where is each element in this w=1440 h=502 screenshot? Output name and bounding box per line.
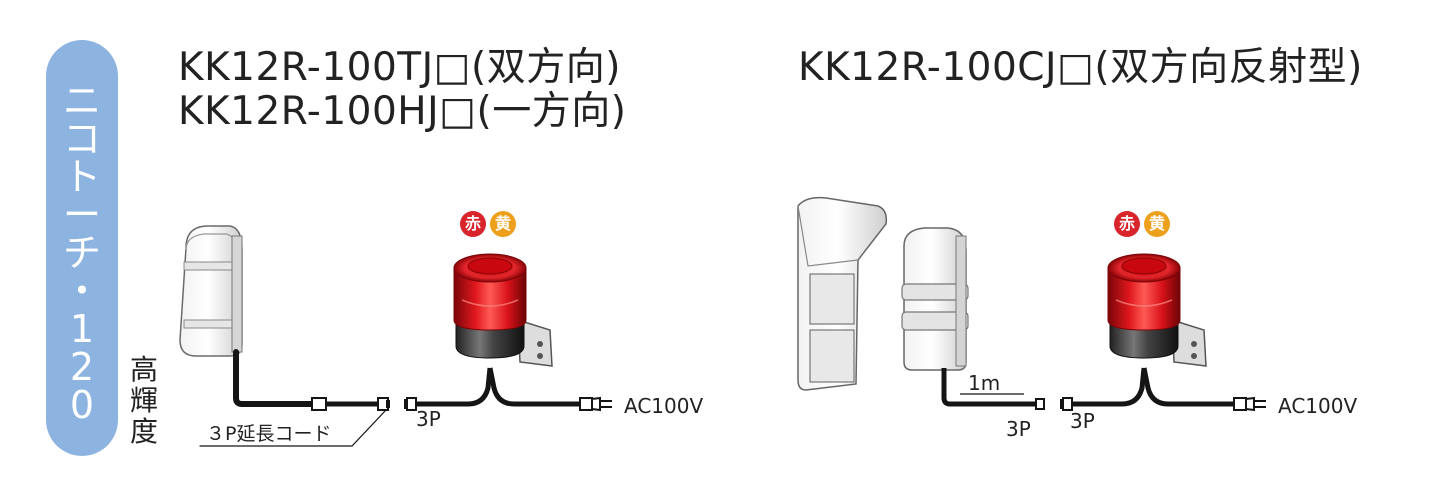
right-sensor xyxy=(901,227,969,371)
connector-label: 3P xyxy=(416,407,441,431)
vertical-label-char: 輝 xyxy=(129,384,158,417)
high-brightness-label: 高 輝 度 xyxy=(124,354,164,447)
side-tab-char: ト xyxy=(62,155,101,199)
side-tab-char: ニ xyxy=(62,79,101,123)
side-tab-char: 0 xyxy=(69,383,95,427)
left-warning-lamp xyxy=(453,253,553,367)
side-tab-char: ・ xyxy=(62,269,101,313)
connector-label: 3P xyxy=(1070,409,1095,433)
right-lamp-connector xyxy=(1060,367,1266,412)
right-warning-lamp xyxy=(1107,253,1207,367)
side-tab xyxy=(46,40,118,456)
right-sensor-cable xyxy=(941,368,1045,410)
left-sensor xyxy=(179,225,243,357)
extension-cord-label: ３P延長コード xyxy=(206,423,332,445)
power-label: AC100V xyxy=(624,394,704,418)
sensor-connector-label: 3P xyxy=(1006,417,1031,441)
vertical-label-char: 高 xyxy=(129,353,158,386)
side-tab-label: ニ コ ト ー チ ・ 1 2 0 xyxy=(46,79,118,427)
left-title-line1: KK12R-100TJ□(双方向) xyxy=(178,45,621,90)
red-color-badge: 赤 xyxy=(460,211,486,237)
side-tab-char: ー xyxy=(62,193,101,237)
right-reflector xyxy=(797,196,888,391)
left-lamp-connector xyxy=(404,367,612,412)
vertical-label-char: 度 xyxy=(129,415,158,448)
side-tab-char: 2 xyxy=(69,345,95,389)
side-tab-char: コ xyxy=(62,117,101,161)
left-cable xyxy=(199,349,390,447)
yellow-color-badge: 黄 xyxy=(490,211,516,237)
red-color-badge: 赤 xyxy=(1114,211,1140,237)
right-title: KK12R-100CJ□(双方向反射型) xyxy=(798,45,1363,90)
yellow-color-badge: 黄 xyxy=(1144,211,1170,237)
side-tab-char: 1 xyxy=(69,307,95,351)
power-label: AC100V xyxy=(1278,394,1358,418)
left-title-line2: KK12R-100HJ□(一方向) xyxy=(178,89,627,134)
cable-length-label: 1m xyxy=(968,371,1001,395)
side-tab-char: チ xyxy=(62,231,101,275)
